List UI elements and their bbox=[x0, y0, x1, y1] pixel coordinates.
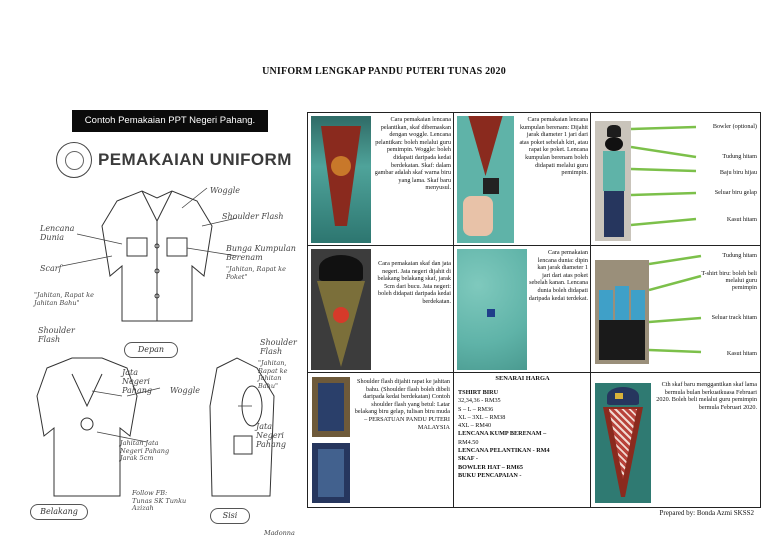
cell-shoulder-flash: Shoulder flash dijahit rapat ke jahitan … bbox=[308, 373, 454, 508]
uniform-sketch-panel: Contoh Pemakaian PPT Negeri Pahang. PEMA… bbox=[12, 106, 302, 542]
price-list-item: S – L – RM36 bbox=[458, 405, 494, 413]
price-list-item: 4XL – RM40 bbox=[458, 422, 492, 430]
price-list-item: XL – 3XL – RM38 bbox=[458, 413, 506, 421]
label-woggle-mid: Woggle bbox=[170, 386, 201, 395]
label-jata-negeri-right: Jata Negeri Pahang bbox=[256, 422, 286, 449]
sketch-heading: PEMAKAIAN UNIFORM bbox=[98, 150, 292, 169]
cell-lencana-dunia: Cara pemakaian lencana dunia: dipin kan … bbox=[454, 246, 591, 373]
label-sisi: Sisi bbox=[210, 508, 250, 524]
cell-skaf-baru: Cth skaf baru menggantikan skaf lama ber… bbox=[591, 373, 761, 508]
label-jata-negeri-mid: Jata Negeri Pahang bbox=[122, 368, 152, 395]
cell-tshirt-uniform: Tudung hitam T-shirt biru: boleh beli me… bbox=[591, 246, 761, 373]
label-bowler: Bowler (optional) bbox=[712, 123, 757, 130]
label-tshirt-biru: T-shirt biru: boleh beli melalui guru pe… bbox=[701, 270, 757, 292]
cell-lencana-pelantikan: Cara pemakaian lencana pelantikan, skaf … bbox=[308, 113, 454, 246]
price-list-item: LENCANA KUMP BERENAM – bbox=[458, 430, 547, 438]
photo-kumpulan-badge bbox=[457, 116, 514, 243]
label-tudung-hitam-2: Tudung hitam bbox=[722, 252, 757, 259]
price-list-item: TSHIRT BIRU bbox=[458, 389, 499, 396]
photo-skaf-back bbox=[311, 249, 371, 370]
label-kasut-hitam-2: Kasut hitam bbox=[726, 350, 757, 357]
label-depan: Depan bbox=[124, 342, 178, 358]
text-lencana-dunia: Cara pemakaian lencana dunia: dipin kan … bbox=[528, 249, 588, 302]
price-list-heading: SENARAI HARGA bbox=[495, 375, 550, 382]
label-baju-biru: Baju biru hijau bbox=[719, 169, 757, 176]
label-belakang: Belakang bbox=[30, 504, 88, 520]
photo-tshirt-group bbox=[595, 260, 649, 364]
photo-scarf-woggle bbox=[311, 116, 371, 243]
text-skaf-baru: Cth skaf baru menggantikan skaf lama ber… bbox=[656, 381, 757, 411]
photo-lencana-dunia bbox=[457, 249, 527, 370]
uniform-info-table: Cara pemakaian lencana pelantikan, skaf … bbox=[307, 112, 761, 508]
label-shoulder-flash-left: Shoulder Flash bbox=[38, 326, 75, 344]
label-shoulder-flash-top: Shoulder Flash bbox=[222, 212, 284, 221]
price-list-item: SKAF - bbox=[458, 455, 478, 463]
label-tudung-hitam: Tudung hitam bbox=[722, 153, 757, 160]
text-skaf-jata: Cara pemakaian skaf dan jata negeri. Jat… bbox=[377, 260, 451, 305]
price-list-item: BOWLER HAT – RM65 bbox=[458, 463, 523, 471]
photo-shoulder-flash bbox=[312, 377, 350, 437]
photo-shoulder-flash-sample bbox=[312, 443, 350, 503]
label-woggle-top: Woggle bbox=[210, 186, 241, 195]
label-seluar-biru: Seluar biru gelap bbox=[714, 189, 757, 196]
label-jahitan-rapat: "Jahitan, Rapat ke Jahitan Bahu" bbox=[34, 291, 94, 307]
persatuan-logo-icon bbox=[56, 142, 92, 178]
price-list-item: 32,34,36 - RM35 bbox=[458, 397, 501, 405]
label-jahitan-right: "Jahitan, Rapat ke Jahitan Bahu" bbox=[258, 359, 288, 390]
label-seluar-track: Seluar track hitam bbox=[711, 314, 757, 321]
label-jahitan-jata: Jahitan Jata Negeri Pahang Jarak 5cm bbox=[120, 439, 170, 462]
prepared-by: Prepared by: Bonda Azmi SKSS2 bbox=[659, 509, 755, 517]
label-follow-fb: Follow FB: Tunas SK Tunku Azizah bbox=[132, 489, 187, 512]
green-pointer-arrows-2 bbox=[649, 254, 702, 354]
price-list-item: BUKU PENCAPAIAN - bbox=[458, 471, 522, 479]
label-shoulder-flash-right: Shoulder Flash bbox=[260, 338, 297, 356]
text-shoulder-flash: Shoulder flash dijahit rapat ke jahitan … bbox=[354, 378, 450, 431]
page-title: UNIFORM LENGKAP PANDU PUTERI TUNAS 2020 bbox=[262, 66, 506, 77]
label-scarf: Scarf bbox=[40, 264, 62, 273]
uniform-sketch bbox=[36, 187, 275, 497]
cell-skaf-jata: Cara pemakaian skaf dan jata negeri. Jat… bbox=[308, 246, 454, 373]
sample-banner: Contoh Pemakaian PPT Negeri Pahang. bbox=[72, 110, 268, 132]
photo-full-uniform bbox=[595, 121, 631, 241]
price-list-item: LENCANA PELANTIKAN - RM4 bbox=[458, 447, 550, 455]
label-bunga-kumpulan: Bunga Kumpulan Berenam bbox=[226, 244, 296, 262]
label-kasut-hitam: Kasut hitam bbox=[726, 216, 757, 223]
text-lencana-pelantikan: Cara pemakaian lencana pelantikan, skaf … bbox=[374, 116, 451, 192]
price-list-item: RM4.50 bbox=[458, 438, 479, 446]
label-bunga-note: "Jahitan, Rapat ke Poket" bbox=[226, 265, 286, 281]
text-kumpulan-berenam: Cara pemakaian lencana kumpulan berenam:… bbox=[519, 116, 588, 177]
photo-skaf-baru bbox=[595, 383, 651, 503]
label-credit: Madonna bbox=[264, 529, 295, 537]
cell-kumpulan-berenam: Cara pemakaian lencana kumpulan berenam:… bbox=[454, 113, 591, 246]
cell-full-uniform: Bowler (optional) Tudung hitam Baju biru… bbox=[591, 113, 761, 246]
green-pointer-arrows bbox=[631, 125, 697, 227]
label-lencana-dunia: Lencana Dunia bbox=[40, 224, 75, 242]
